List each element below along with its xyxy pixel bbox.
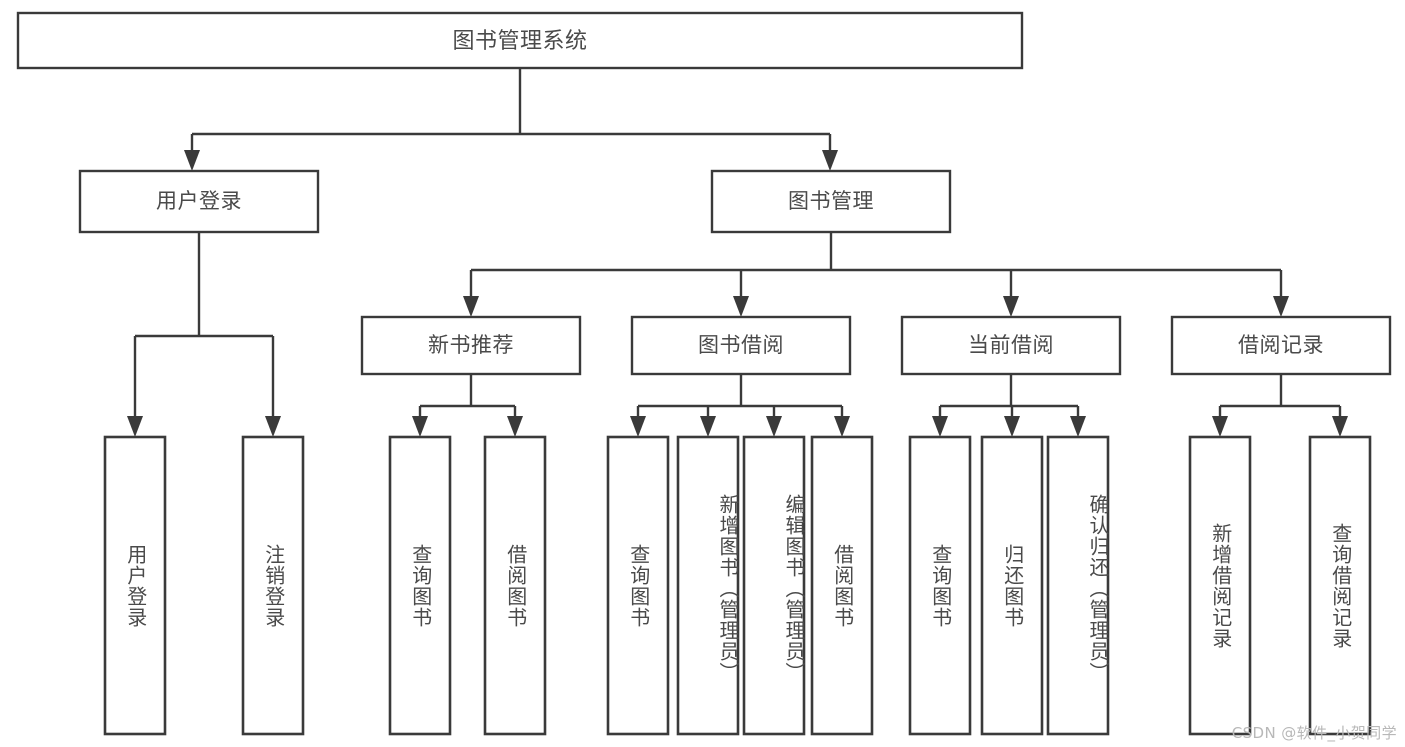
node-borrow-record[interactable]: 借阅记录 — [1170, 315, 1392, 376]
node-borrow-record-label: 借阅记录 — [1238, 333, 1324, 357]
leaf-box-current-return[interactable] — [980, 435, 1044, 736]
arrow-leaf-newbook-borrow — [507, 416, 523, 437]
node-current-borrow[interactable]: 当前借阅 — [900, 315, 1122, 376]
arrow-leaf-current-confirm — [1070, 416, 1086, 437]
arrow-to-borrow — [733, 296, 749, 317]
arrow-leaf-record-query — [1332, 416, 1348, 437]
leaf-box-borrow-query[interactable] — [606, 435, 670, 736]
arrow-leaf-borrow-lend — [834, 416, 850, 437]
arrow-leaf-logout — [265, 416, 281, 437]
arrow-to-new-book — [463, 296, 479, 317]
leaf-box-newbook-borrow[interactable] — [483, 435, 547, 736]
arrow-to-user-login — [184, 150, 200, 171]
node-root-label: 图书管理系统 — [452, 29, 587, 54]
arrow-leaf-newbook-query — [412, 416, 428, 437]
node-book-borrow-box[interactable] — [630, 315, 852, 376]
arrow-leaf-user-login — [127, 416, 143, 437]
node-new-book-recommend-box[interactable] — [360, 315, 582, 376]
node-new-book-recommend[interactable]: 新书推荐 — [360, 315, 582, 376]
node-book-management-box[interactable] — [710, 169, 952, 234]
node-book-borrow-label: 图书借阅 — [698, 333, 784, 357]
leaf-box-current-confirm[interactable] — [1046, 435, 1110, 736]
leaf-box-borrow-add[interactable] — [676, 435, 740, 736]
arrow-leaf-borrow-query — [630, 416, 646, 437]
leaf-box-newbook-query[interactable] — [388, 435, 452, 736]
arrow-to-book-mgmt — [822, 150, 838, 171]
leaf-box-current-query[interactable] — [908, 435, 972, 736]
node-user-login-box[interactable] — [78, 169, 320, 234]
node-layer: 图书管理系统 用户登录 图书管理 新书推荐 图书借阅 当前 — [16, 11, 1392, 736]
arrow-leaf-current-return — [1004, 416, 1020, 437]
node-current-borrow-label: 当前借阅 — [968, 333, 1054, 357]
leaf-box-user-login[interactable] — [103, 435, 167, 736]
node-borrow-record-box[interactable] — [1170, 315, 1392, 376]
arrow-leaf-record-add — [1212, 416, 1228, 437]
arrow-to-current — [1003, 296, 1019, 317]
arrow-leaf-borrow-add — [700, 416, 716, 437]
connector-layer — [127, 68, 1348, 437]
leaf-box-borrow-lend[interactable] — [810, 435, 874, 736]
node-new-book-recommend-label: 新书推荐 — [428, 333, 514, 357]
node-current-borrow-box[interactable] — [900, 315, 1122, 376]
node-book-management-label: 图书管理 — [788, 189, 874, 213]
arrow-leaf-borrow-edit — [766, 416, 782, 437]
csdn-watermark: CSDN @软件_小贺同学 — [1231, 724, 1397, 742]
node-user-login[interactable]: 用户登录 — [78, 169, 320, 234]
leaf-box-borrow-edit[interactable] — [742, 435, 806, 736]
node-book-borrow[interactable]: 图书借阅 — [630, 315, 852, 376]
leaf-box-record-query[interactable] — [1308, 435, 1372, 736]
node-book-management[interactable]: 图书管理 — [710, 169, 952, 234]
node-root[interactable]: 图书管理系统 — [16, 11, 1024, 70]
node-user-login-label: 用户登录 — [156, 189, 242, 213]
arrow-leaf-current-query — [932, 416, 948, 437]
arrow-to-record — [1273, 296, 1289, 317]
leaf-box-record-add[interactable] — [1188, 435, 1252, 736]
leaf-box-logout[interactable] — [241, 435, 305, 736]
node-root-box[interactable] — [16, 11, 1024, 70]
